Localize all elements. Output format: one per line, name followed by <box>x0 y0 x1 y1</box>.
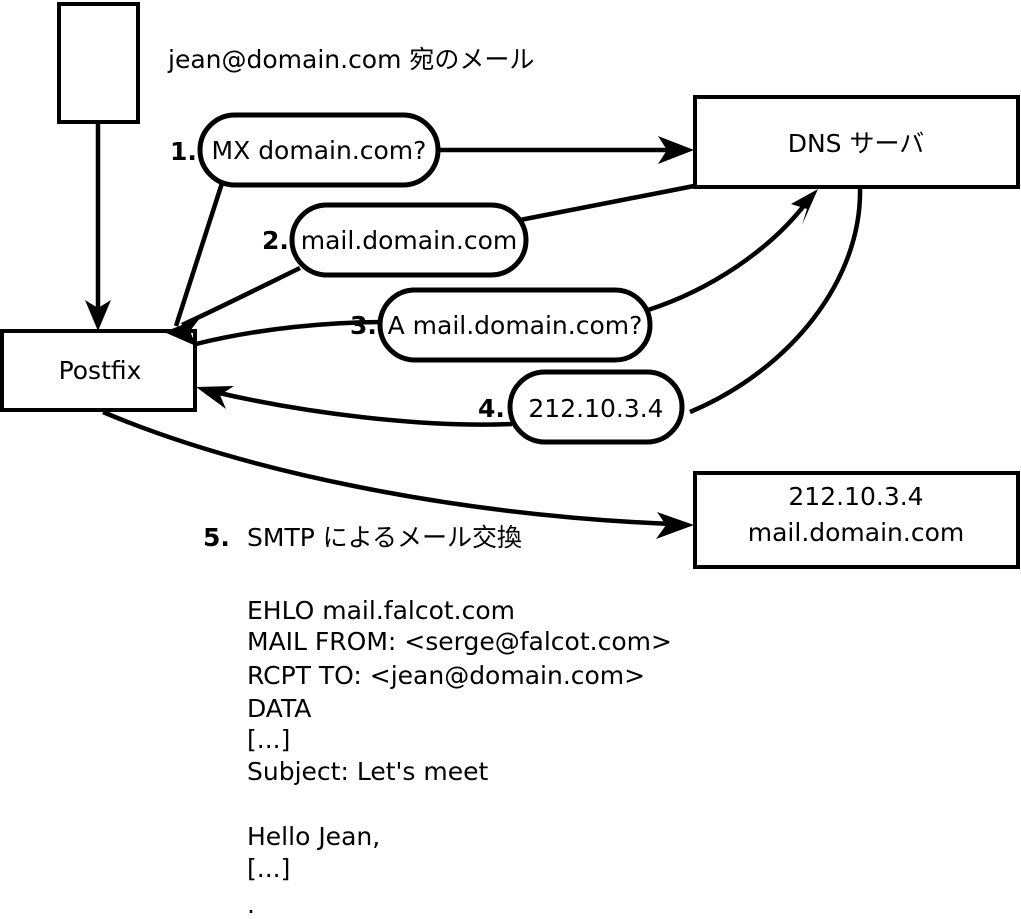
step-3-label: A mail.domain.com? <box>388 311 643 340</box>
bubble-step2 <box>289 202 529 278</box>
edge-step3-bubble3-to-dns <box>647 201 808 313</box>
step-2-label: mail.domain.com <box>301 226 517 255</box>
node-postfix-box <box>0 329 197 412</box>
arrowhead-step5-to-target <box>656 512 694 539</box>
smtp-line-5: Subject: Let's meet <box>247 757 488 786</box>
node-target-label-ip: 212.10.3.4 <box>788 482 923 511</box>
node-target-label-host: mail.domain.com <box>748 518 964 547</box>
step-1-number: 1. <box>170 137 197 166</box>
arrowhead-step1-to-dns <box>658 136 694 164</box>
edge-step1-postfix-to-bubble1 <box>173 179 226 327</box>
edge-step4-dns-to-bubble4 <box>689 187 863 415</box>
arrowhead-step2-to-postfix <box>164 318 200 346</box>
step-5-label: SMTP によるメール交換 <box>247 523 522 552</box>
bubble-step3 <box>377 287 653 363</box>
mail-caption: jean@domain.com 宛のメール <box>167 45 534 74</box>
node-dns-label: DNS サーバ <box>788 129 925 158</box>
edge-step2-bubble2-to-postfix <box>181 265 301 328</box>
node-postfix-label: Postfix <box>59 356 142 385</box>
step-4-label: 212.10.3.4 <box>528 394 663 423</box>
smtp-line-3: DATA <box>247 694 311 723</box>
edge-step4-bubble4-to-postfix <box>214 389 513 427</box>
smtp-line-2: RCPT TO: <jean@domain.com> <box>247 661 645 690</box>
step-1-label: MX domain.com? <box>212 136 427 165</box>
arrowhead-step4-to-postfix <box>196 386 234 409</box>
step-2-number: 2. <box>262 226 289 255</box>
node-target-box <box>693 471 1020 569</box>
smtp-line-0: EHLO mail.falcot.com <box>247 596 515 625</box>
edge-step5-postfix-to-target <box>102 409 673 527</box>
smtp-line-9: . <box>247 890 255 919</box>
edge-step3-postfix-to-bubble3 <box>195 319 387 347</box>
step-3-number: 3. <box>350 311 377 340</box>
step-4-number: 4. <box>478 394 505 423</box>
arrowhead-mua-to-postfix <box>85 300 111 331</box>
smtp-line-1: MAIL FROM: <serge@falcot.com> <box>247 627 672 656</box>
smtp-line-8: [...] <box>247 854 290 883</box>
bubble-step4 <box>507 369 685 445</box>
edge-step2-dns-to-bubble2 <box>519 183 695 223</box>
smtp-line-7: Hello Jean, <box>247 822 380 851</box>
smtp-line-4: [...] <box>247 725 290 754</box>
node-mua-box <box>57 2 140 124</box>
bubble-step1 <box>197 112 441 188</box>
step-5-number: 5. <box>203 523 230 552</box>
arrowhead-step3-to-dns <box>791 189 818 225</box>
node-dns-box <box>693 95 1020 189</box>
